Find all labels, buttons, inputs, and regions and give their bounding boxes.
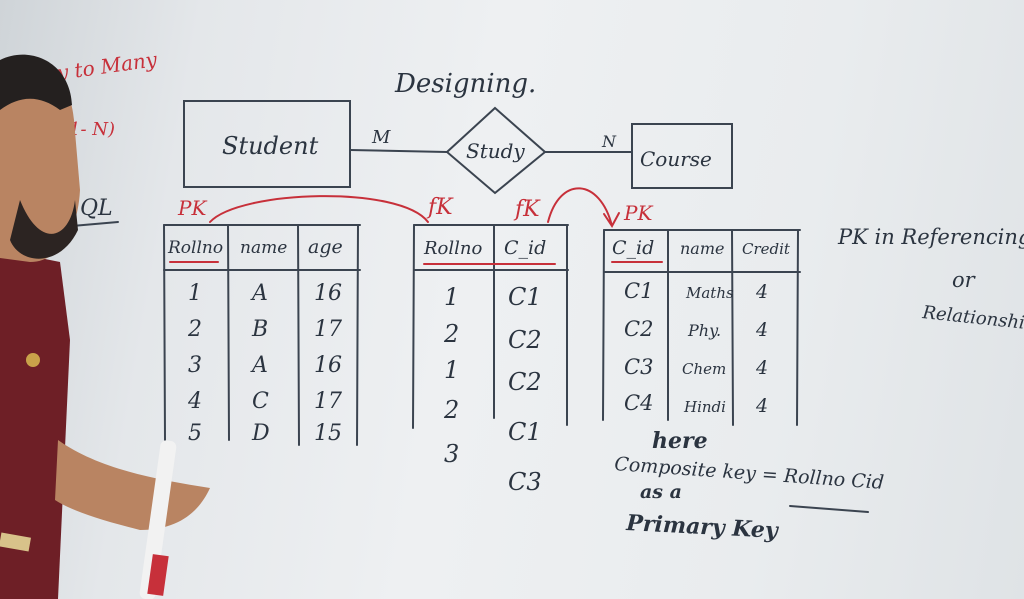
course-r4-cid: C4 [624, 391, 653, 415]
course-r1-name: Maths [685, 284, 734, 302]
title-designing: Designing. [394, 69, 536, 99]
student-r4-age: 17 [314, 389, 342, 414]
student-r5-name: D [251, 421, 270, 446]
course-r4-credit: 4 [755, 395, 768, 417]
relationship-study-label: Study [466, 139, 525, 163]
student-r3-age: 16 [314, 353, 342, 378]
study-r4-rollno: 2 [443, 396, 459, 424]
course-r2-cid: C2 [624, 317, 653, 341]
note-sql: QL [80, 196, 113, 221]
note-relationship: Relationship [920, 302, 1024, 335]
student-r1-rollno: 1 [188, 281, 202, 306]
label-fk-cid: fK [513, 197, 541, 222]
student-r2-name: B [251, 317, 268, 342]
course-r1-cid: C1 [624, 279, 653, 303]
study-r3-rollno: 1 [444, 356, 459, 384]
course-r3-name: Chem [682, 360, 726, 378]
study-r5-cid: C3 [508, 468, 542, 496]
study-r4-cid: C1 [508, 418, 542, 446]
student-header-name: name [240, 238, 287, 258]
study-r2-rollno: 2 [443, 320, 459, 348]
label-fk-rollno: fK [426, 195, 454, 220]
course-r3-cid: C3 [624, 355, 653, 379]
entity-student-label: Student [222, 132, 319, 160]
note-many-to-many: y to Many [54, 47, 159, 85]
cardinality-m: M [371, 127, 391, 148]
student-header-rollno: Rollno [167, 238, 223, 258]
course-r1-credit: 4 [755, 281, 768, 303]
student-r5-age: 15 [314, 421, 342, 446]
study-r1-cid: C1 [508, 283, 542, 311]
study-header-rollno: Rollno [423, 238, 482, 259]
fk-arrow-cid [547, 187, 620, 228]
entity-student-box [183, 100, 351, 188]
student-r3-name: A [250, 353, 268, 378]
student-r4-rollno: 4 [187, 389, 202, 414]
note-or: or [952, 268, 977, 292]
course-header-name: name [680, 239, 724, 258]
relationship-study-diamond [445, 106, 547, 195]
student-r4-name: C [252, 389, 269, 414]
course-r4-name: Hindi [683, 398, 726, 416]
student-r1-age: 16 [314, 281, 342, 306]
cardinality-n: N [601, 132, 617, 151]
note-one-to-n: (1- N) [62, 119, 115, 140]
student-r1-name: A [250, 281, 268, 306]
study-r5-rollno: 3 [444, 440, 459, 468]
student-r3-rollno: 3 [188, 353, 202, 378]
course-header-cid: C_id [612, 237, 654, 259]
note-pk-in-referencing: PK in Referencing [837, 225, 1024, 249]
study-r3-cid: C2 [508, 368, 542, 396]
study-r1-rollno: 1 [444, 283, 459, 311]
study-r2-cid: C2 [508, 326, 542, 354]
student-header-age: age [308, 236, 343, 258]
study-header-cid: C_id [504, 237, 546, 259]
course-r2-name: Phy. [687, 321, 721, 340]
course-r2-credit: 4 [755, 319, 768, 341]
student-r2-rollno: 2 [187, 317, 202, 342]
student-r2-age: 17 [314, 317, 342, 342]
brooch-icon [26, 353, 40, 367]
study-table: Rollno C_id 1 C1 2 C2 1 C2 2 C1 3 C3 [412, 224, 569, 496]
fk-arrow-rollno [209, 195, 429, 223]
label-pk-student: PK [177, 196, 207, 220]
entity-course-label: Course [640, 147, 712, 171]
note-as-a: as a [640, 481, 682, 503]
note-primary-key: Primary Key [625, 510, 781, 544]
course-table: C_id name Credit C1 Maths 4 C2 Phy. 4 C3… [602, 229, 801, 426]
label-pk-course: PK [623, 201, 653, 225]
course-r3-credit: 4 [755, 357, 768, 379]
course-header-credit: Credit [742, 240, 791, 258]
entity-course-box [631, 123, 733, 189]
note-here: here [652, 428, 708, 454]
student-table: Rollno name age 1 A 16 2 B 17 3 A 16 4 C… [163, 224, 361, 446]
student-r5-rollno: 5 [188, 421, 202, 446]
instructor-figure [0, 54, 210, 599]
